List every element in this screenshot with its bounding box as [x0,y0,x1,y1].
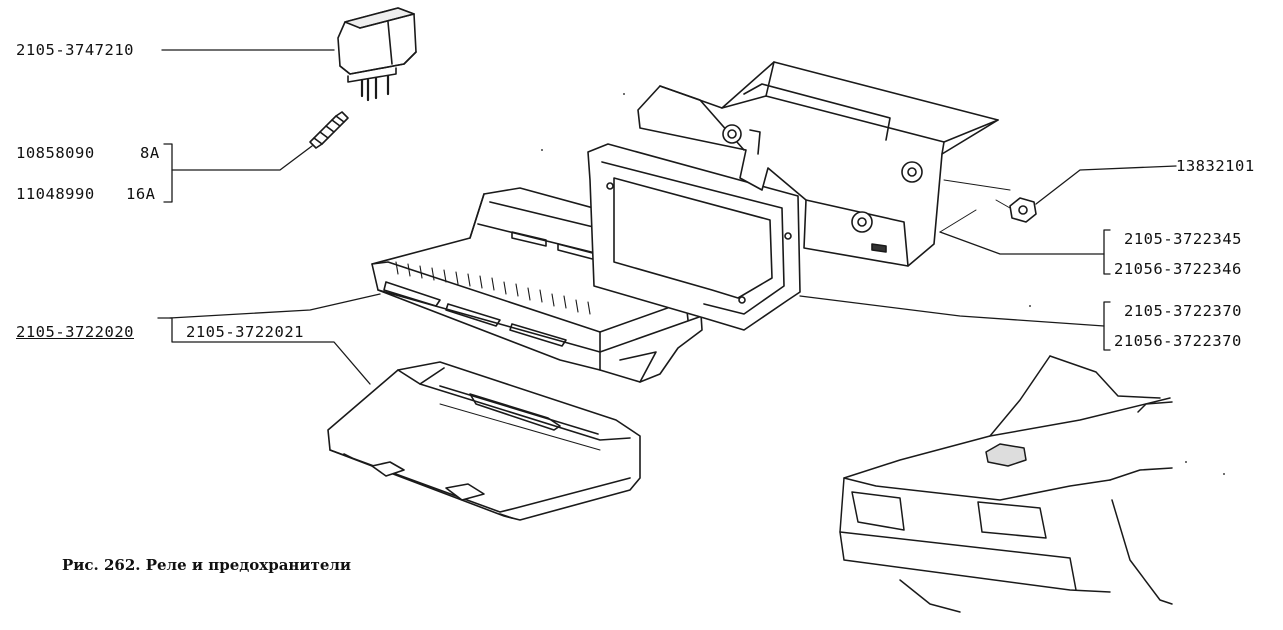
label-fuse-16a-code: 11048990 [16,185,95,203]
label-bracket-b: 21056-3722346 [1114,260,1242,278]
relay [337,7,417,102]
mounting-bracket [637,61,999,267]
label-fuse-16a-rating: 16A [126,185,156,203]
label-relay: 2105-3747210 [16,41,134,59]
car-sketch [839,355,1173,613]
label-gasket-b: 21056-3722370 [1114,332,1242,350]
label-fuse-8a-code: 10858090 [16,144,95,162]
fuse-block-cover [327,361,641,521]
label-fuse-block: 2105-3722020 [16,323,134,341]
label-fuse-cover: 2105-3722021 [186,323,304,341]
label-nut: 13832101 [1176,157,1255,175]
leader-lines [157,49,1177,385]
scan-speckles [541,93,1225,475]
figure-caption: Рис. 262. Реле и предохранители [62,556,352,574]
label-gasket-a: 2105-3722370 [1124,302,1242,320]
label-bracket-a: 2105-3722345 [1124,230,1242,248]
label-fuse-8a-rating: 8A [140,144,160,162]
fuse [309,111,349,149]
nut [1009,197,1037,223]
gasket [587,143,801,331]
